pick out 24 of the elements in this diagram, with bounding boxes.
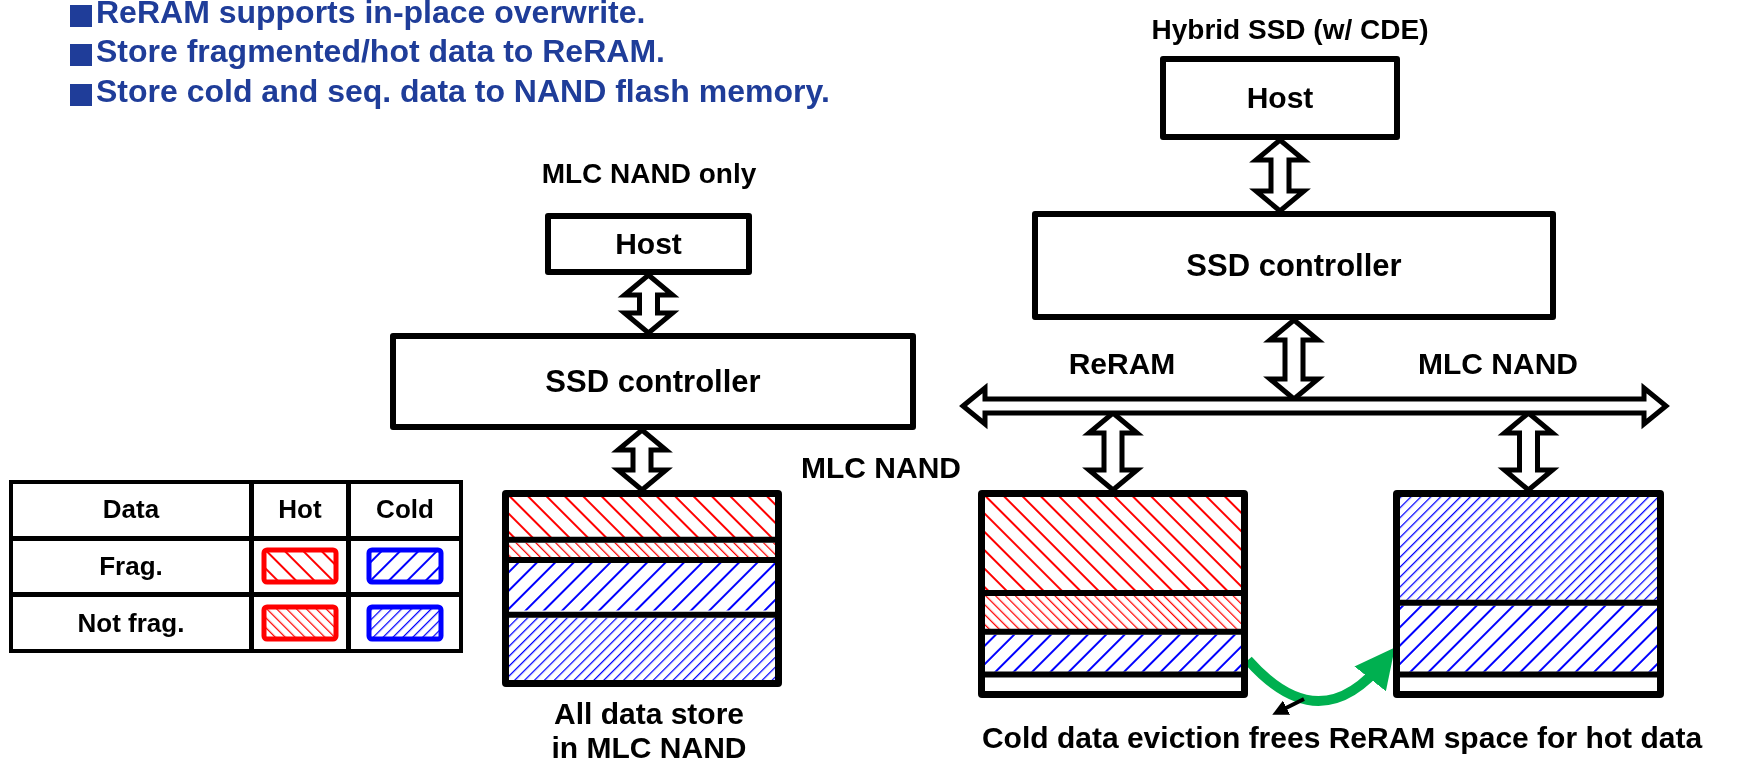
box-label: Host	[1246, 81, 1314, 115]
cell-text: Not frag.	[77, 607, 185, 639]
heading-label: ReRAM	[1068, 347, 1176, 382]
heading-label: MLC NAND	[1418, 347, 1578, 382]
process-box	[390, 333, 916, 430]
cell-text: Frag.	[99, 551, 163, 582]
bullet-text: Store fragmented/hot data to ReRAM.	[96, 33, 665, 70]
box-label: SSD controller	[545, 363, 761, 400]
heading-label: Hybrid SSD (w/ CDE)	[1151, 14, 1429, 47]
bullet-text: Store cold and seq. data to NAND flash memory.	[96, 73, 830, 110]
annotation-text: MLC NAND	[800, 451, 962, 485]
heading-label: MLC NAND only	[541, 158, 757, 191]
curved-arrow	[1272, 697, 1305, 715]
box-label: Host	[615, 227, 682, 261]
box-label: SSD controller	[1186, 247, 1402, 284]
annotation-text: All data store in MLC NAND	[550, 697, 748, 765]
process-box	[1160, 56, 1400, 140]
cell-text: Data	[102, 494, 160, 526]
process-box	[1032, 211, 1556, 320]
process-box	[545, 213, 752, 275]
caption-text: Cold data eviction frees ReRAM space for hot data	[981, 721, 1703, 755]
cell-text: Cold	[376, 494, 434, 526]
cell-text: Hot	[278, 494, 322, 526]
bullet-text: ReRAM supports in-place overwrite.	[96, 0, 646, 31]
